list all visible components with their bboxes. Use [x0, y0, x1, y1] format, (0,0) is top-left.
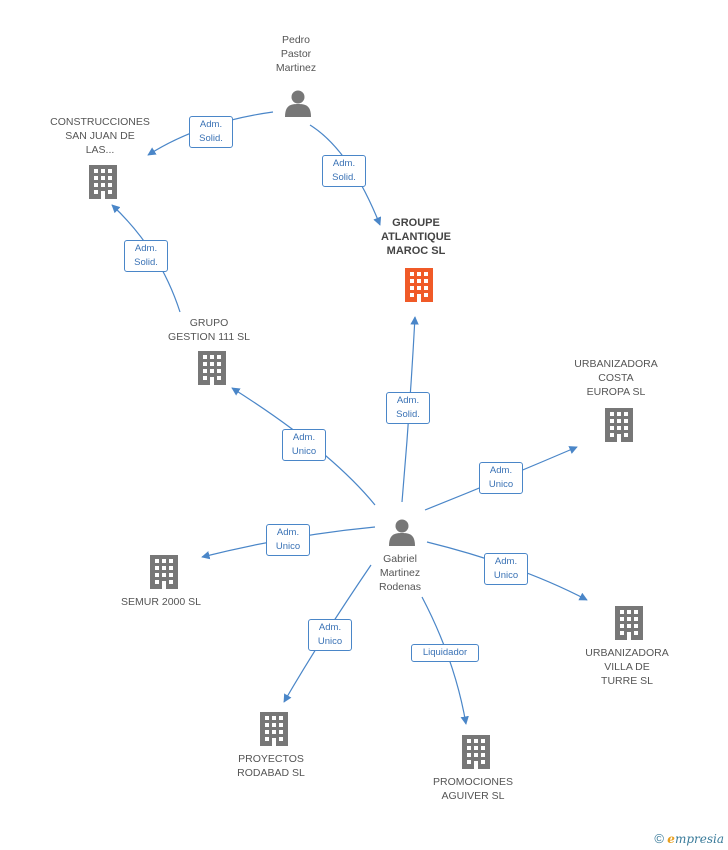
node-label-grupo[interactable]: GRUPO GESTION 111 SL: [168, 317, 250, 343]
brand-name: mpresia: [674, 832, 724, 846]
building-icon[interactable]: [260, 712, 288, 746]
node-label-urb-costa[interactable]: URBANIZADORA COSTA EUROPA SL: [574, 358, 658, 398]
edge-label-gabriel-semur: Adm. Unico: [266, 524, 310, 556]
node-label-urb-villa[interactable]: URBANIZADORA VILLA DE TURRE SL: [585, 647, 669, 687]
building-icon[interactable]: [405, 268, 433, 302]
building-icon[interactable]: [462, 735, 490, 769]
empresia-logo: © empresia: [654, 831, 724, 846]
node-label-pedro[interactable]: Pedro Pastor Martinez: [275, 34, 317, 74]
node-label-proyectos[interactable]: PROYECTOS RODABAD SL: [237, 753, 305, 779]
edge-label-grupo-construcciones: Adm. Solid.: [124, 240, 168, 272]
copyright-symbol: ©: [654, 831, 664, 846]
node-label-semur[interactable]: SEMUR 2000 SL: [121, 596, 201, 608]
building-icon[interactable]: [89, 165, 117, 199]
building-icon[interactable]: [605, 408, 633, 442]
edge-label-pedro-construcciones: Adm. Solid.: [189, 116, 233, 148]
person-icon[interactable]: [389, 519, 415, 547]
node-label-groupe[interactable]: GROUPE ATLANTIQUE MAROC SL: [380, 217, 452, 257]
brand-initial: e: [667, 832, 675, 846]
edge-label-gabriel-proyectos: Adm. Unico: [308, 619, 352, 651]
building-icon[interactable]: [150, 555, 178, 589]
node-label-construcciones[interactable]: CONSTRUCCIONES SAN JUAN DE LAS...: [50, 116, 150, 156]
building-icon[interactable]: [198, 351, 226, 385]
edge-label-gabriel-groupe: Adm. Solid.: [386, 392, 430, 424]
building-icon[interactable]: [615, 606, 643, 640]
edge-label-gabriel-promociones: Liquidador: [411, 644, 479, 662]
person-icon[interactable]: [285, 90, 311, 118]
node-label-gabriel[interactable]: Gabriel Martinez Rodenas: [378, 553, 422, 593]
node-label-promociones[interactable]: PROMOCIONES AGUIVER SL: [433, 776, 513, 802]
edge-label-pedro-groupe: Adm. Solid.: [322, 155, 366, 187]
edge-label-gabriel-grupo: Adm. Unico: [282, 429, 326, 461]
edge-label-gabriel-urb-villa: Adm. Unico: [484, 553, 528, 585]
edge-label-gabriel-urb-costa: Adm. Unico: [479, 462, 523, 494]
